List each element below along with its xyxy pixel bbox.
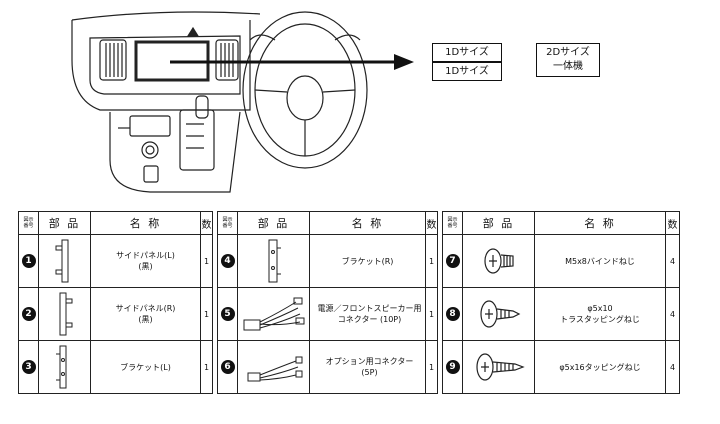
header-part: 部 品 xyxy=(462,211,535,235)
number-badge: 2 xyxy=(21,307,36,321)
part-image xyxy=(237,287,310,341)
number-badge: 4 xyxy=(220,254,235,268)
table-row: 1 サイドパネル(L) (黒) 1 4 ブラケット(R) 1 7 M5x8バイン… xyxy=(18,234,680,288)
part-number: 3 xyxy=(18,340,39,394)
number-badge: 8 xyxy=(445,307,460,321)
number-badge: 9 xyxy=(445,360,460,374)
table-row: 2 サイドパネル(R) (黒) 1 5 電源／フロントスピーカー用 コネクター … xyxy=(18,287,680,341)
dashboard-illustration xyxy=(71,11,414,193)
part-number: 9 xyxy=(442,340,463,394)
number-badge: 3 xyxy=(21,360,36,374)
part-number: 1 xyxy=(18,234,39,288)
parts-table: 図示 番号 部 品 名 称 数 図示 番号 部 品 名 称 数 図示 番号 部 … xyxy=(18,211,680,394)
part-name: φ5x16タッピングねじ xyxy=(534,340,666,394)
header-part: 部 品 xyxy=(38,211,91,235)
part-image xyxy=(38,287,91,341)
header-qty: 数 xyxy=(425,211,438,235)
part-number: 4 xyxy=(217,234,238,288)
side-panel-left-icon xyxy=(55,239,68,283)
part-image xyxy=(462,234,535,288)
part-name: サイドパネル(L) (黒) xyxy=(90,234,201,288)
part-name: サイドパネル(R) (黒) xyxy=(90,287,201,341)
part-name: オプション用コネクター (5P) xyxy=(309,340,426,394)
tapping-screw-icon xyxy=(475,353,525,381)
part-qty: 4 xyxy=(665,287,680,341)
size-box-1d-bottom: 1Dサイズ xyxy=(432,62,502,81)
part-image xyxy=(462,340,535,394)
part-qty: 1 xyxy=(425,287,438,341)
part-qty: 4 xyxy=(665,234,680,288)
bind-screw-icon xyxy=(483,248,514,274)
connector-10p-icon xyxy=(243,297,304,331)
number-badge: 1 xyxy=(21,254,36,268)
part-name: M5x8バインドねじ xyxy=(534,234,666,288)
part-qty: 1 xyxy=(425,234,438,288)
part-name: ブラケット(L) xyxy=(90,340,201,394)
header-part: 部 品 xyxy=(237,211,310,235)
part-number: 5 xyxy=(217,287,238,341)
truss-tapping-screw-icon xyxy=(479,300,520,328)
size-box-2d-line2: 一体機 xyxy=(553,61,583,72)
table-header-row: 図示 番号 部 品 名 称 数 図示 番号 部 品 名 称 数 図示 番号 部 … xyxy=(18,211,680,235)
connector-5p-icon xyxy=(247,356,302,382)
part-number: 6 xyxy=(217,340,238,394)
bracket-right-icon xyxy=(268,239,281,283)
part-qty: 4 xyxy=(665,340,680,394)
part-name: φ5x10 トラスタッピングねじ xyxy=(534,287,666,341)
part-image xyxy=(38,234,91,288)
part-image xyxy=(462,287,535,341)
part-number: 8 xyxy=(442,287,463,341)
bracket-left-icon xyxy=(55,345,66,389)
part-qty: 1 xyxy=(200,234,213,288)
part-name: 電源／フロントスピーカー用 コネクター (10P) xyxy=(309,287,426,341)
number-badge: 6 xyxy=(220,360,235,374)
size-box-2d: 2Dサイズ 一体機 xyxy=(536,43,600,77)
side-panel-right-icon xyxy=(59,292,72,336)
part-image xyxy=(237,234,310,288)
part-image xyxy=(38,340,91,394)
header-number: 図示 番号 xyxy=(217,211,238,235)
number-badge: 5 xyxy=(220,307,235,321)
header-name: 名 称 xyxy=(309,211,426,235)
header-qty: 数 xyxy=(200,211,213,235)
header-number: 図示 番号 xyxy=(18,211,39,235)
part-qty: 1 xyxy=(200,340,213,394)
part-number: 7 xyxy=(442,234,463,288)
header-name: 名 称 xyxy=(534,211,666,235)
table-row: 3 ブラケット(L) 1 6 オプション用コネクター (5P) 1 9 φ5x1… xyxy=(18,340,680,394)
size-box-2d-line1: 2Dサイズ xyxy=(546,47,590,58)
part-name: ブラケット(R) xyxy=(309,234,426,288)
part-image xyxy=(237,340,310,394)
part-qty: 1 xyxy=(200,287,213,341)
header-name: 名 称 xyxy=(90,211,201,235)
number-badge: 7 xyxy=(445,254,460,268)
size-box-1d-top: 1Dサイズ xyxy=(432,43,502,62)
part-qty: 1 xyxy=(425,340,438,394)
header-number: 図示 番号 xyxy=(442,211,463,235)
part-number: 2 xyxy=(18,287,39,341)
header-qty: 数 xyxy=(665,211,680,235)
